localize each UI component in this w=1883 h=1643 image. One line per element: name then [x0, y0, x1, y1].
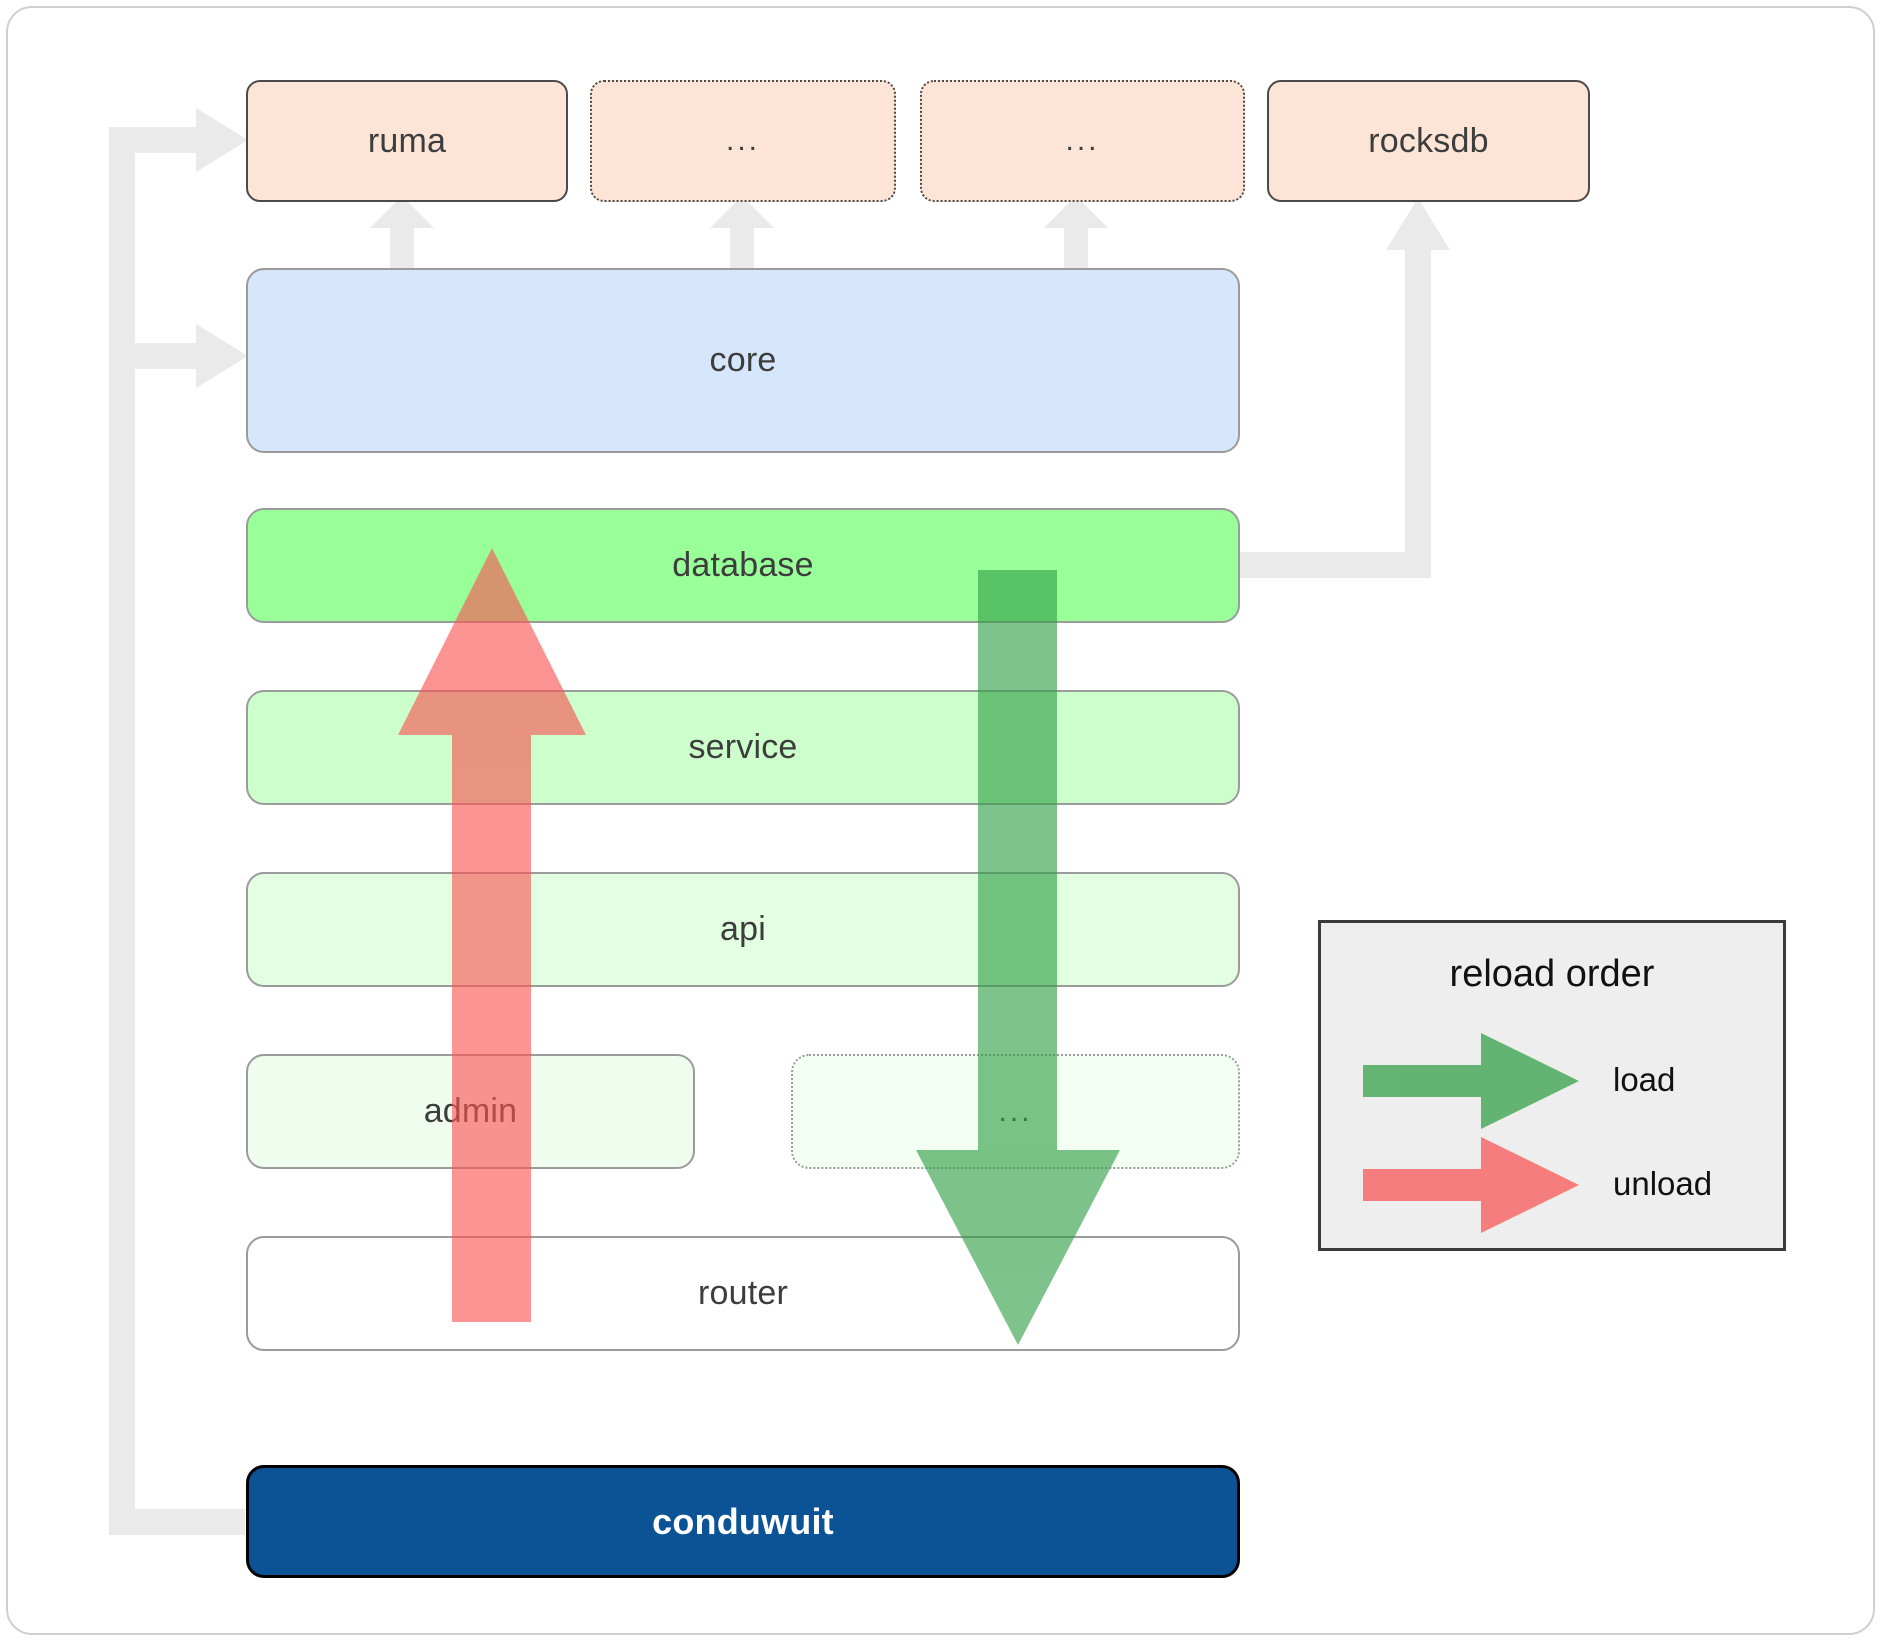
stack-label: ...: [998, 1094, 1033, 1128]
stack-box-api[interactable]: api: [246, 872, 1240, 987]
dependency-box-ruma[interactable]: ruma: [246, 80, 568, 202]
dependency-box-2[interactable]: ...: [590, 80, 896, 202]
legend-unload-arrow-swatch: [1363, 1137, 1579, 1233]
conduwuit-label: conduwuit: [652, 1500, 834, 1542]
legend-title: reload order: [1449, 953, 1655, 995]
dependency-box-rocksdb[interactable]: rocksdb: [1267, 80, 1590, 202]
core-box[interactable]: core: [246, 268, 1240, 453]
legend-load-arrow-swatch: [1363, 1033, 1579, 1129]
legend-panel: reload order load unload: [1318, 920, 1786, 1251]
conduwuit-box[interactable]: conduwuit: [246, 1465, 1240, 1578]
dependency-label: ...: [1065, 124, 1100, 157]
dependency-box-3[interactable]: ...: [920, 80, 1245, 202]
stack-label: admin: [423, 1092, 518, 1130]
stack-label: service: [688, 728, 798, 766]
stack-box-service[interactable]: service: [246, 690, 1240, 805]
stack-label: router: [697, 1274, 789, 1312]
stack-label: api: [720, 910, 766, 948]
legend-label-load: load: [1613, 1061, 1676, 1098]
stack-box-dots[interactable]: ...: [791, 1054, 1240, 1169]
diagram-frame: [6, 6, 1875, 1635]
core-label: core: [709, 341, 777, 379]
stack-box-admin[interactable]: admin: [246, 1054, 695, 1169]
stack-label: database: [672, 546, 814, 584]
legend-label-unload: unload: [1613, 1165, 1713, 1202]
dependency-label: ...: [725, 124, 760, 157]
stack-box-database[interactable]: database: [246, 508, 1240, 623]
dependency-label: ruma: [367, 121, 447, 160]
legend-arrow-swatches: [1363, 1033, 1579, 1233]
dependency-label: rocksdb: [1368, 121, 1489, 160]
stack-box-router[interactable]: router: [246, 1236, 1240, 1351]
